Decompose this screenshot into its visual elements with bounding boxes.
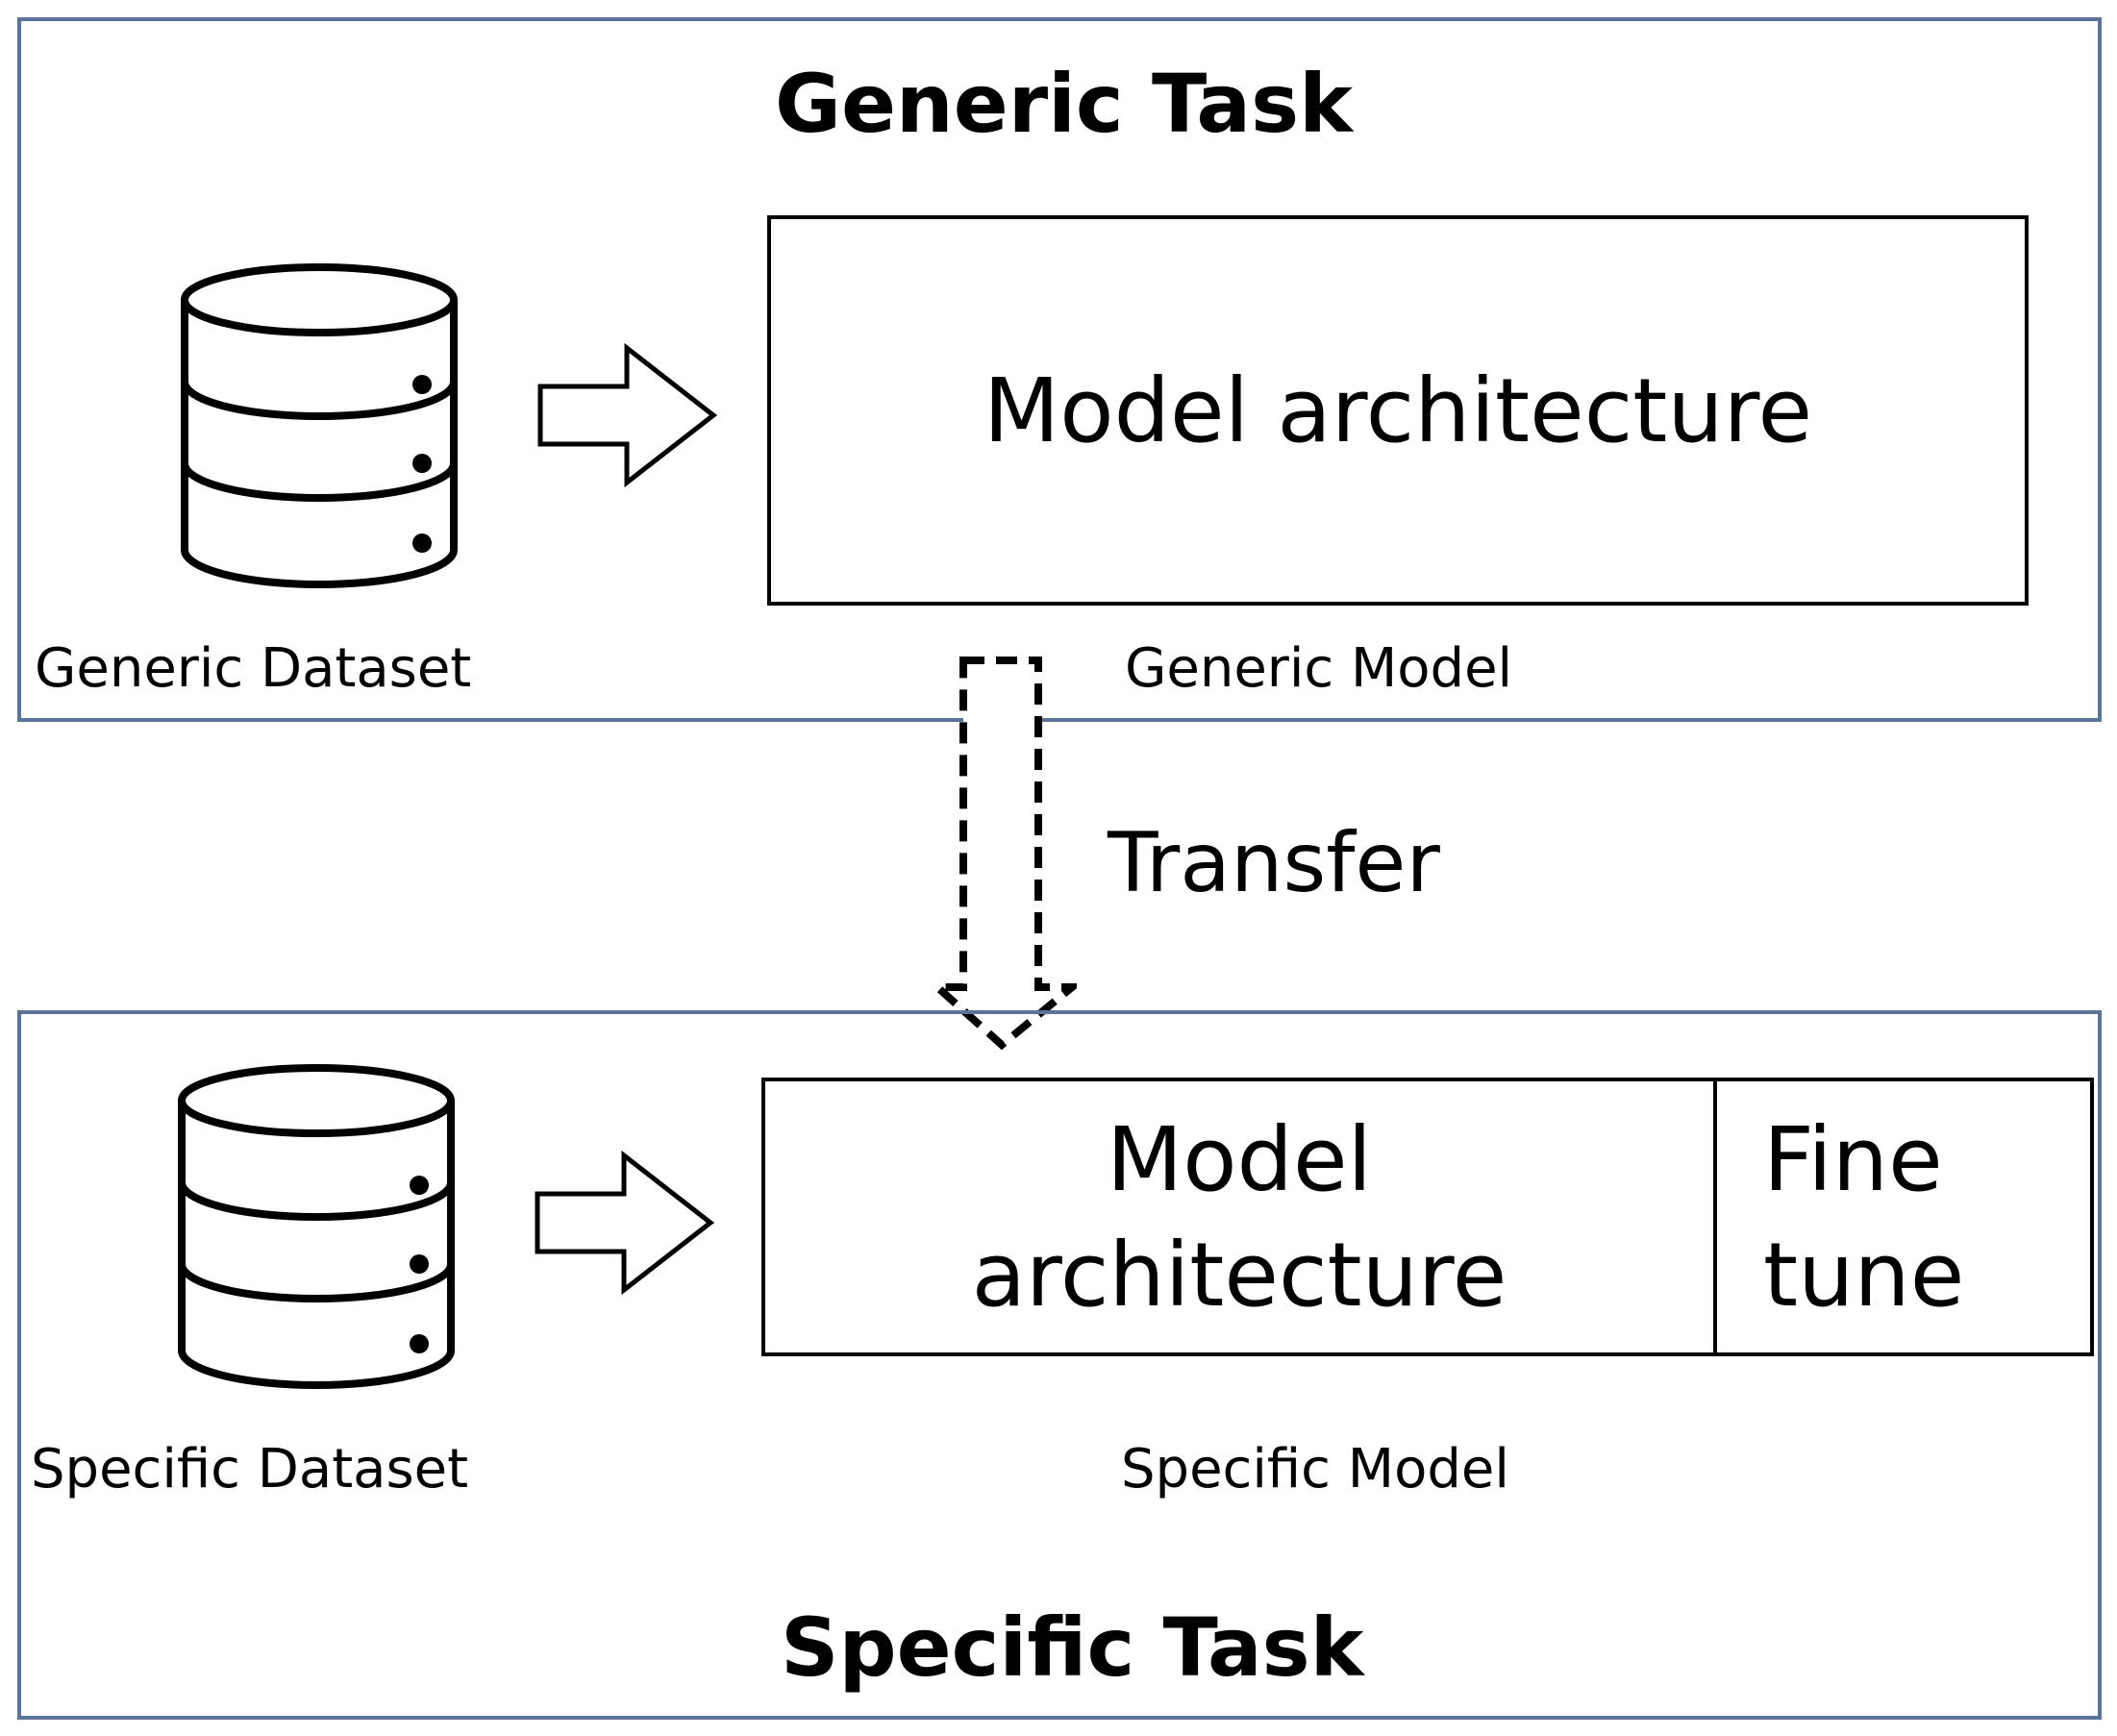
specific-dataset-label: Specific Dataset [31,1438,469,1500]
right-arrow-icon [535,1151,715,1295]
specific-task-title: Specific Task [781,1600,1364,1695]
generic-model-label: Generic Model [1125,637,1513,700]
right-arrow-icon [537,343,718,487]
fine-tune-line2: tune [1763,1224,1965,1327]
generic-dataset-label: Generic Dataset [35,637,472,700]
specific-model-architecture-line2: architecture [971,1224,1507,1327]
database-icon [178,1064,455,1389]
generic-task-title: Generic Task [775,57,1353,151]
specific-model-architecture-box: Model architecture [761,1078,1717,1356]
generic-model-architecture-box: Model architecture [767,215,2029,606]
generic-task-panel: Generic Task Generic Dataset Model archi… [17,17,2102,722]
specific-model-architecture-line1: Model [1106,1108,1373,1211]
dashed-down-arrow-icon [933,657,1077,1051]
fine-tune-box: Fine tune [1713,1078,2094,1356]
specific-model-label: Specific Model [1121,1438,1509,1500]
generic-model-architecture-text: Model architecture [983,360,1813,462]
database-icon [181,263,458,588]
specific-task-panel: Specific Dataset Model architecture Fine… [17,1010,2102,1720]
fine-tune-line1: Fine [1763,1108,1943,1211]
transfer-label: Transfer [1108,815,1440,911]
